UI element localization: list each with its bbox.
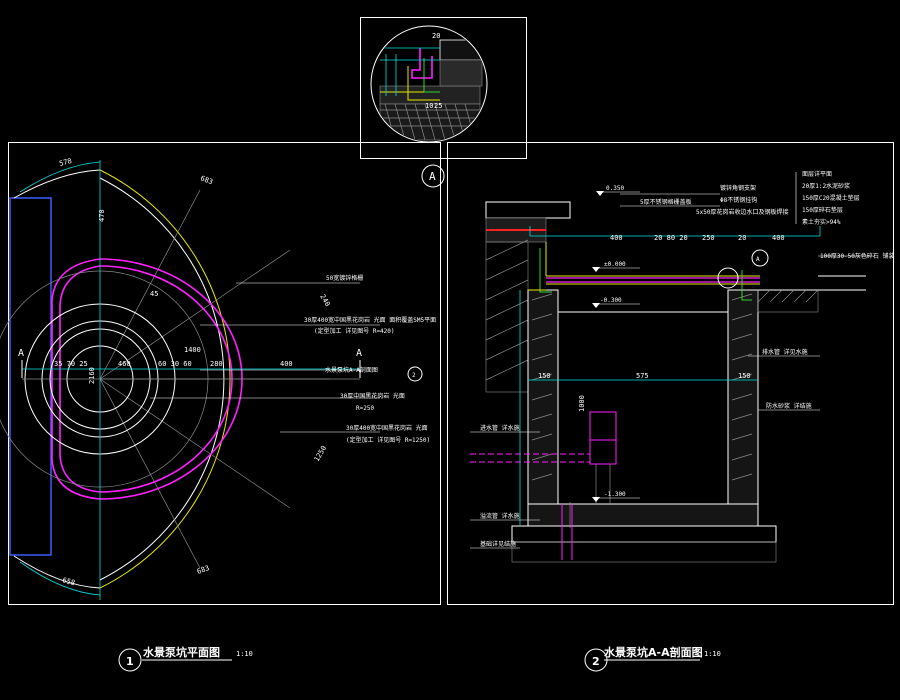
- svg-text:20: 20: [432, 32, 440, 40]
- svg-text:45: 45: [150, 290, 158, 298]
- svg-text:±0.000: ±0.000: [604, 261, 626, 268]
- svg-text:240: 240: [318, 293, 331, 308]
- section-number: 2: [592, 655, 600, 668]
- svg-text:20 80 20: 20 80 20: [654, 234, 688, 242]
- svg-text:-1.300: -1.300: [604, 491, 626, 498]
- detail-frame: [360, 17, 527, 159]
- plan-section-mark-left: A: [18, 348, 24, 359]
- svg-text:5x50厚花岗岩收边水口及钢板焊接: 5x50厚花岗岩收边水口及钢板焊接: [696, 208, 788, 216]
- svg-text:35 70 25: 35 70 25: [54, 360, 88, 368]
- svg-text:460: 460: [118, 360, 131, 368]
- section-scale: 1:10: [704, 650, 721, 658]
- svg-text:578: 578: [58, 157, 72, 168]
- detail-mark-label: A: [429, 170, 436, 183]
- svg-text:进水管 详水施: 进水管 详水施: [480, 424, 520, 432]
- plan-title-block: 1 水景泵坑平面图 1:10: [118, 645, 253, 672]
- svg-text:150厚C20混凝土垫层: 150厚C20混凝土垫层: [802, 194, 860, 202]
- section-title-block: 2 水景泵坑A-A剖面图 1:10: [584, 645, 721, 672]
- svg-text:基础详见结施: 基础详见结施: [480, 540, 516, 548]
- svg-text:150厚碎石垫层: 150厚碎石垫层: [802, 206, 843, 214]
- svg-text:R=250: R=250: [356, 405, 374, 412]
- detail-view: 20 10 25 A: [370, 25, 488, 188]
- svg-text:400: 400: [772, 234, 785, 242]
- svg-text:150: 150: [738, 372, 751, 380]
- svg-text:20厚1:2水泥砂浆: 20厚1:2水泥砂浆: [802, 182, 850, 190]
- section-frame: [447, 142, 894, 605]
- svg-text:排水管 详见水施: 排水管 详见水施: [762, 348, 808, 356]
- svg-text:575: 575: [636, 372, 649, 380]
- svg-text:683: 683: [199, 174, 214, 186]
- svg-text:400: 400: [610, 234, 623, 242]
- svg-text:镀锌角钢支架: 镀锌角钢支架: [720, 184, 756, 192]
- svg-text:280: 280: [210, 360, 223, 368]
- svg-text:20: 20: [738, 234, 746, 242]
- svg-text:防水砂浆 详结施: 防水砂浆 详结施: [766, 402, 812, 410]
- section-title: 水景泵坑A-A剖面图: [604, 645, 703, 659]
- plan-number: 1: [126, 655, 134, 668]
- svg-text:(定型加工 详见图号 R=1250): (定型加工 详见图号 R=1250): [346, 436, 430, 444]
- svg-text:2160: 2160: [88, 367, 96, 384]
- svg-text:470: 470: [98, 209, 106, 222]
- svg-text:-0.300: -0.300: [600, 297, 622, 304]
- svg-text:250: 250: [702, 234, 715, 242]
- section-marker-circle: [421, 164, 445, 188]
- svg-text:10: 10: [425, 102, 433, 110]
- svg-text:2: 2: [412, 372, 416, 379]
- svg-text:素土夯实>94%: 素土夯实>94%: [802, 218, 841, 226]
- svg-text:水景泵坑A-A剖面图: 水景泵坑A-A剖面图: [325, 366, 378, 374]
- svg-text:1400: 1400: [184, 346, 201, 354]
- svg-text:A: A: [756, 256, 760, 263]
- svg-text:30厚400宽中国黑花岗岩 光面 面积覆盖SM5平面: 30厚400宽中国黑花岗岩 光面 面积覆盖SM5平面: [304, 316, 436, 324]
- svg-text:(定型加工 详见图号 R=420): (定型加工 详见图号 R=420): [314, 327, 395, 335]
- svg-text:150: 150: [538, 372, 551, 380]
- svg-text:30厚400宽中国黑花岗岩 光面: 30厚400宽中国黑花岗岩 光面: [346, 424, 428, 432]
- svg-text:30厚中国黑花岗岩 光面: 30厚中国黑花岗岩 光面: [340, 392, 405, 400]
- svg-text:溢流管 详水施: 溢流管 详水施: [480, 512, 520, 520]
- plan-title: 水景泵坑平面图: [143, 645, 220, 659]
- plan-scale: 1:10: [236, 650, 253, 658]
- svg-text:683: 683: [196, 564, 211, 576]
- svg-text:面层详平面: 面层详平面: [802, 170, 832, 178]
- svg-text:400: 400: [280, 360, 293, 368]
- svg-text:658: 658: [61, 576, 75, 587]
- svg-text:1250: 1250: [313, 444, 328, 463]
- svg-text:1000: 1000: [578, 395, 586, 412]
- svg-text:5厚不锈钢格栅盖板: 5厚不锈钢格栅盖板: [640, 198, 692, 206]
- svg-text:25: 25: [434, 102, 442, 110]
- plan-section-mark-right: A: [356, 348, 362, 359]
- svg-text:0.350: 0.350: [606, 185, 624, 192]
- plan-view: A A 578 683 470 1400 460 35 70 25 60 30 …: [0, 157, 436, 600]
- svg-text:Φ8不锈钢挂钩: Φ8不锈钢挂钩: [720, 196, 757, 204]
- svg-text:50宽镀锌格栅: 50宽镀锌格栅: [326, 274, 363, 282]
- plan-frame: [8, 142, 441, 605]
- section-view: 400 20 80 20 250 20 400 150 575 150 1000…: [470, 170, 895, 563]
- svg-text:60 30 60: 60 30 60: [158, 360, 192, 368]
